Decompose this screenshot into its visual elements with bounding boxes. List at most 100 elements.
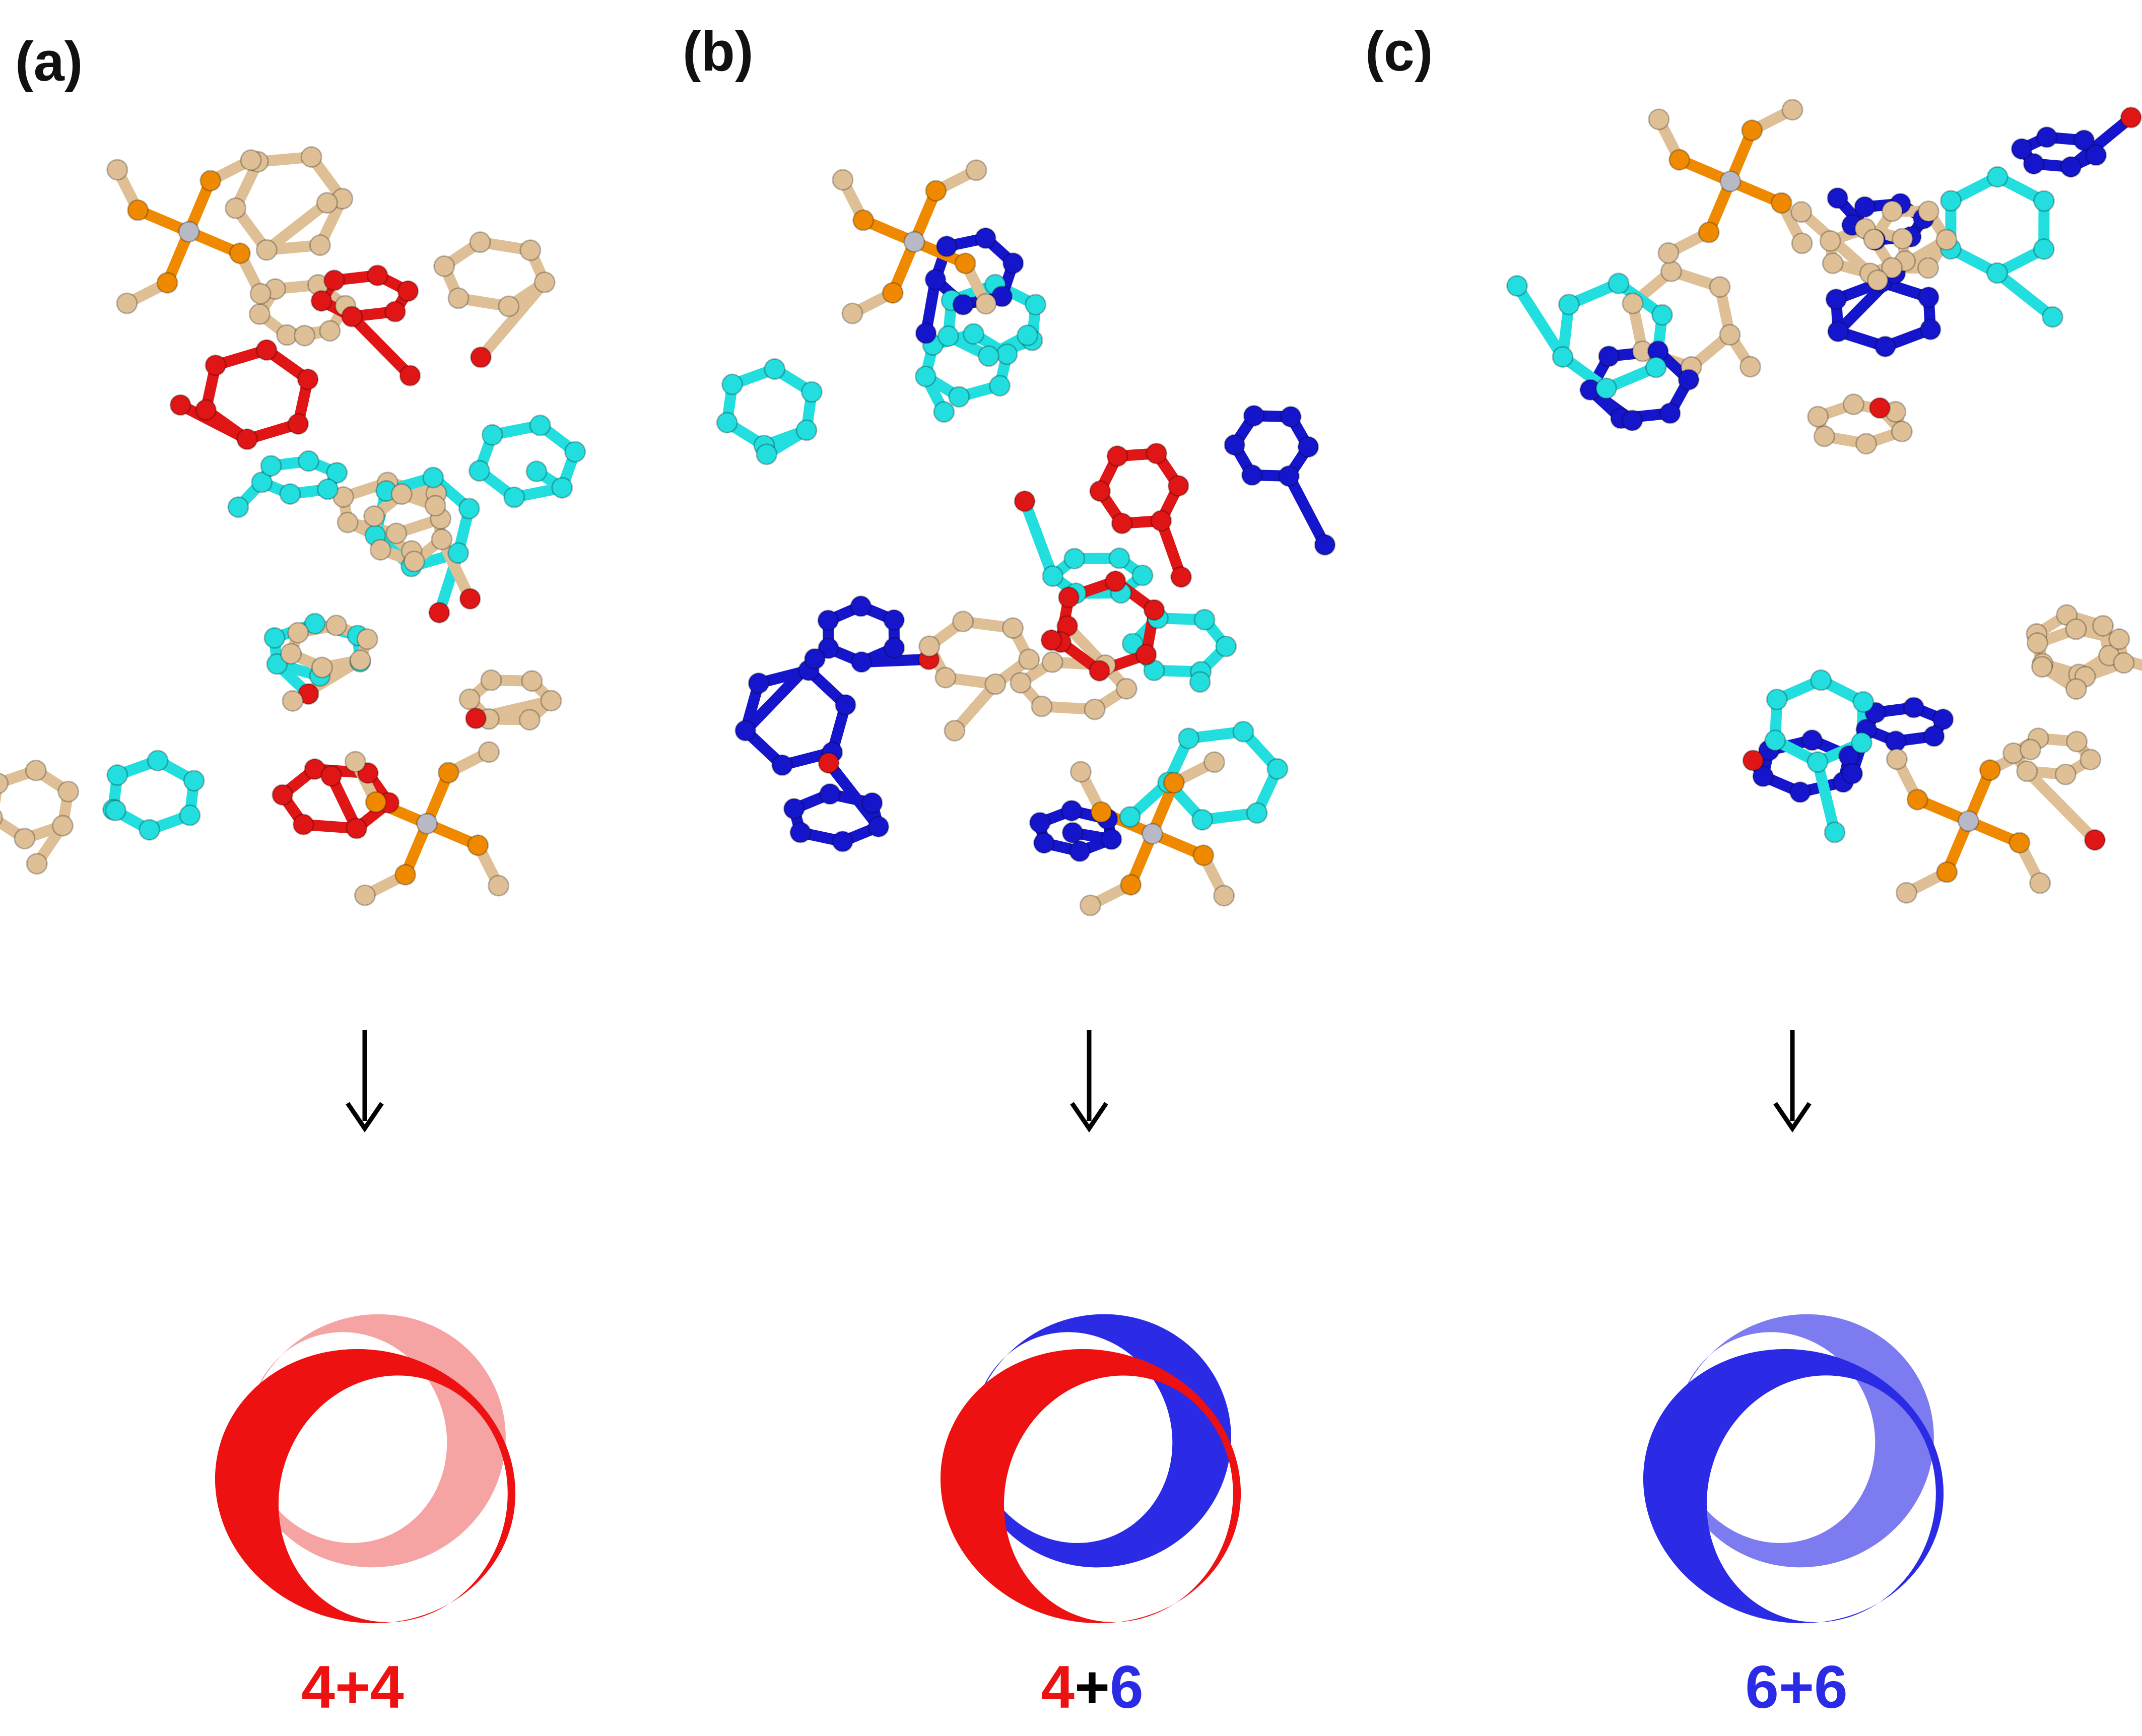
atom xyxy=(834,694,856,716)
atom xyxy=(861,792,883,814)
atom xyxy=(369,539,391,561)
bond xyxy=(1061,620,1132,695)
atom xyxy=(2029,872,2051,894)
atom xyxy=(2108,628,2130,650)
atom xyxy=(1709,276,1731,298)
atom xyxy=(1025,294,1047,316)
atom xyxy=(1766,688,1788,710)
atom xyxy=(1919,318,1942,341)
atom xyxy=(319,320,341,342)
atom xyxy=(944,719,966,742)
atom xyxy=(1936,861,1958,883)
atom xyxy=(2011,138,2033,160)
atom xyxy=(1645,356,1667,378)
atom xyxy=(179,804,201,826)
atom xyxy=(1770,192,1792,214)
atom xyxy=(385,522,408,545)
bond xyxy=(949,679,1001,737)
bond xyxy=(1511,280,1569,363)
atom xyxy=(1932,708,1954,730)
atom xyxy=(106,159,128,181)
atom xyxy=(248,303,271,325)
atom xyxy=(1739,356,1762,378)
atom xyxy=(734,719,757,742)
atom xyxy=(1790,201,1813,223)
atom xyxy=(437,762,459,784)
atom xyxy=(478,741,500,763)
atom xyxy=(2042,306,2064,328)
atom xyxy=(1193,609,1216,631)
atom xyxy=(882,282,904,304)
atom xyxy=(1651,304,1674,326)
atom xyxy=(1923,725,1945,747)
atom xyxy=(832,830,854,852)
atom xyxy=(2065,678,2087,700)
atom xyxy=(2031,656,2053,678)
atom xyxy=(948,386,970,408)
atom xyxy=(390,483,413,505)
composition-label-a: 4+4 xyxy=(301,1653,404,1721)
atom xyxy=(1678,369,1700,391)
atom xyxy=(195,399,217,421)
atom xyxy=(1659,402,1681,424)
atom xyxy=(1668,149,1691,171)
atom xyxy=(2009,832,2031,854)
atom xyxy=(1119,806,1141,828)
atom xyxy=(468,460,490,482)
atom xyxy=(1314,534,1336,556)
atom xyxy=(1825,288,1847,310)
molecule-structure-c xyxy=(1506,99,2142,904)
atom xyxy=(1807,406,1829,428)
atom xyxy=(1224,434,1246,456)
atom xyxy=(1104,570,1126,592)
atom xyxy=(1958,810,1979,832)
atom xyxy=(989,375,1011,397)
atom xyxy=(227,496,249,518)
atom xyxy=(325,614,348,636)
atom xyxy=(1084,698,1106,720)
panel-label-c: (c) xyxy=(1365,21,1433,83)
atom xyxy=(1100,828,1122,850)
atom xyxy=(518,709,541,731)
atom xyxy=(384,301,407,323)
atom xyxy=(1150,510,1172,532)
atom xyxy=(1608,273,1630,295)
panel-label-a: (a) xyxy=(15,31,83,93)
atom xyxy=(1869,397,1891,419)
atom xyxy=(1089,659,1111,682)
composition-label-b: 4+6 xyxy=(1041,1653,1144,1721)
atom xyxy=(1595,377,1618,399)
atom xyxy=(1917,286,1939,308)
atom xyxy=(934,666,957,689)
atom xyxy=(818,752,840,774)
atom xyxy=(272,784,294,806)
atom xyxy=(14,828,36,850)
atom xyxy=(2084,829,2106,851)
atom xyxy=(1789,781,1811,803)
atom xyxy=(2036,126,2058,148)
composition-label-c: 6+6 xyxy=(1745,1653,1848,1721)
atom xyxy=(199,170,222,192)
atom xyxy=(498,295,520,317)
atom xyxy=(1029,812,1051,834)
atom xyxy=(1841,763,1863,785)
atom xyxy=(551,477,573,499)
atom xyxy=(817,609,839,631)
atom xyxy=(924,269,947,291)
atom xyxy=(447,287,470,309)
bond xyxy=(261,197,333,256)
atom xyxy=(883,609,905,631)
atom xyxy=(748,672,770,694)
atom xyxy=(2085,144,2107,166)
atom xyxy=(263,627,286,649)
atom xyxy=(1895,882,1917,904)
atom xyxy=(25,759,47,781)
atom xyxy=(1852,691,1875,713)
atom xyxy=(914,365,936,387)
atom xyxy=(1068,840,1091,862)
atom xyxy=(458,688,481,710)
atom xyxy=(771,754,793,776)
atom xyxy=(1881,257,1903,279)
atom xyxy=(51,815,74,837)
atom xyxy=(1827,320,1849,343)
